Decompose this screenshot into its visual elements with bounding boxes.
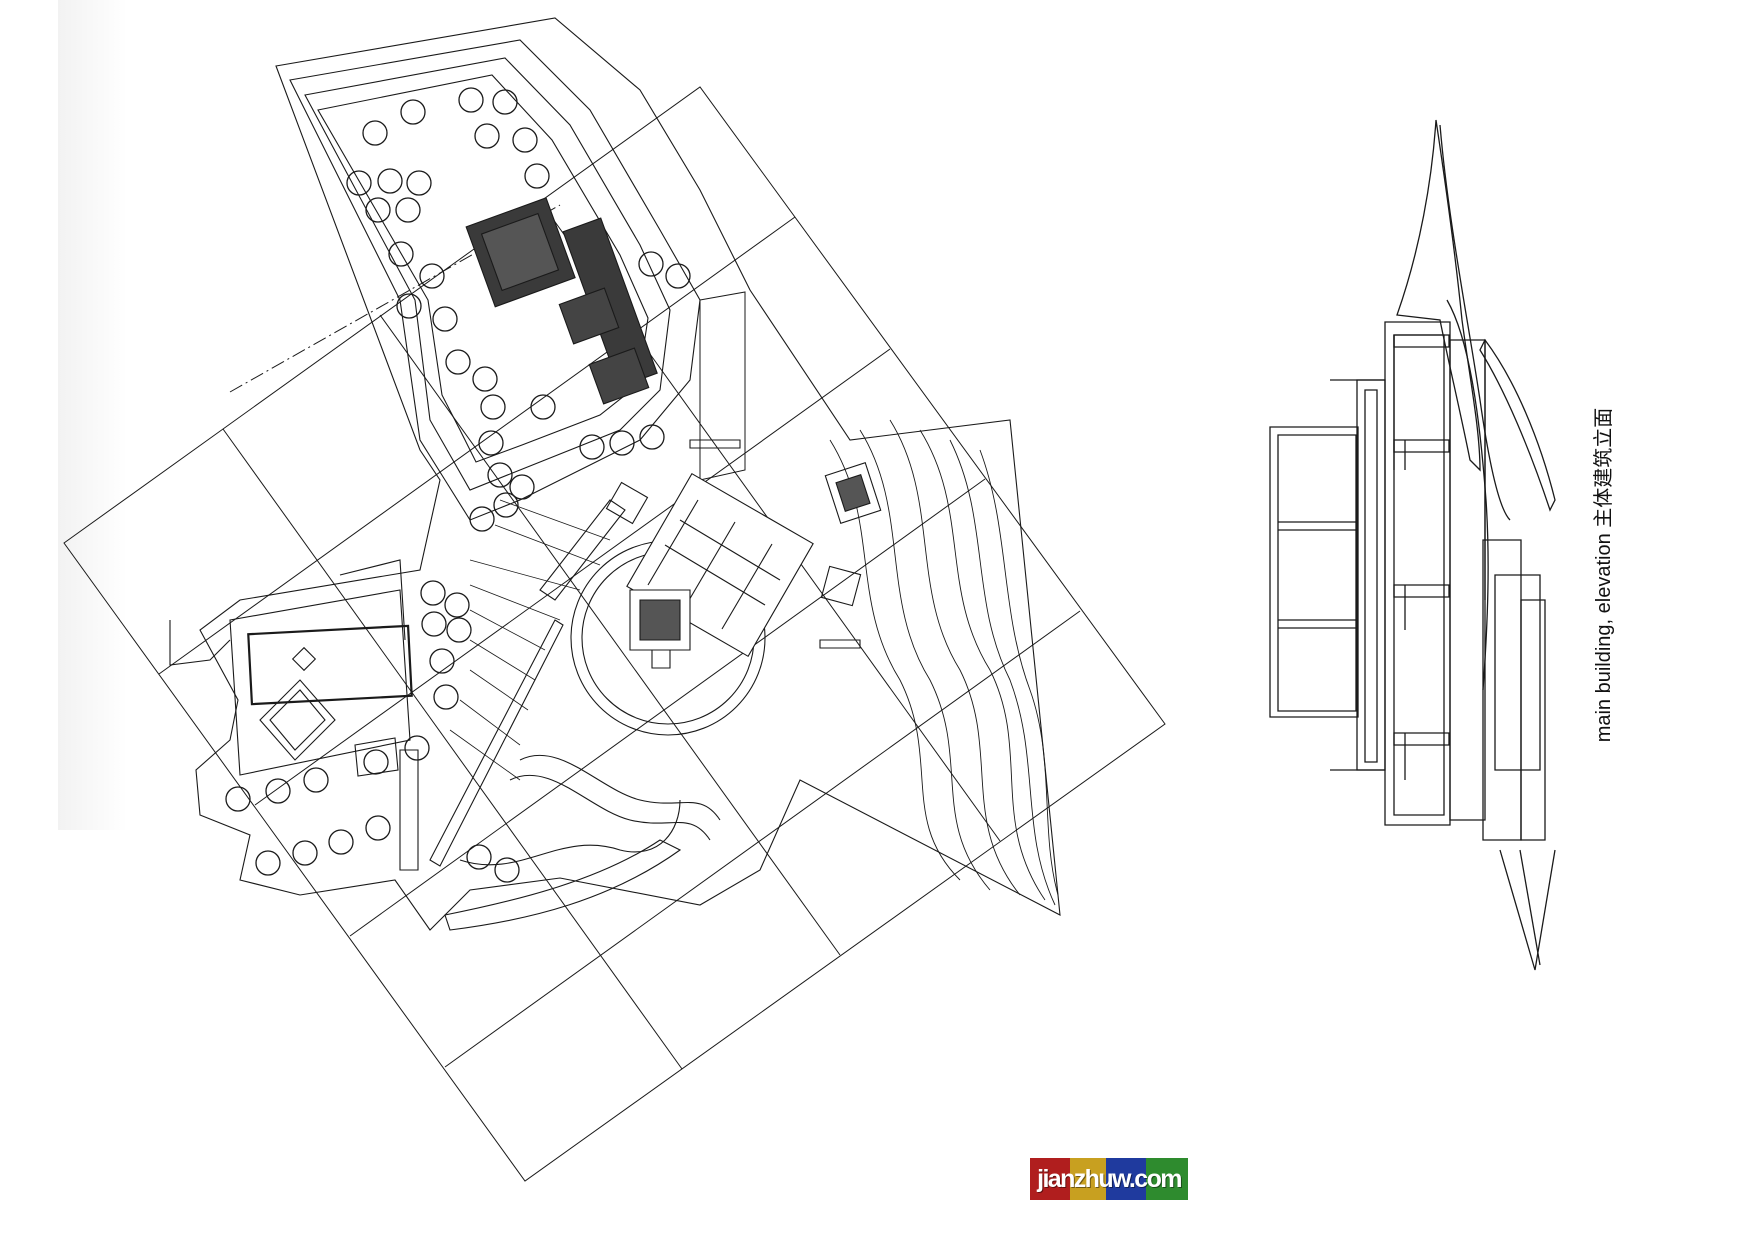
upper-building-complex — [466, 198, 881, 523]
logo-red-block — [1030, 1158, 1072, 1200]
scan-shadow — [58, 0, 128, 830]
logo-yellow-block — [1070, 1158, 1108, 1200]
elevation-roof-sail — [1397, 120, 1555, 970]
watermark-logo: jianzhuw.com — [1030, 1158, 1188, 1200]
contour-lines — [830, 420, 1058, 905]
logo-blue-block — [1106, 1158, 1148, 1200]
logo-green-block — [1146, 1158, 1188, 1200]
main-building-plan — [571, 474, 861, 735]
slope-lines — [450, 500, 610, 780]
watermark-text: jianzhuw.com — [1037, 1165, 1182, 1193]
elevation-caption: main building, elevation 主体建筑立面 — [1593, 407, 1615, 743]
left-building-plan — [170, 560, 412, 776]
tree-symbols — [226, 88, 690, 882]
elevation-main-block — [1270, 322, 1545, 840]
landscape-curves — [445, 755, 720, 930]
walkways — [400, 292, 860, 870]
